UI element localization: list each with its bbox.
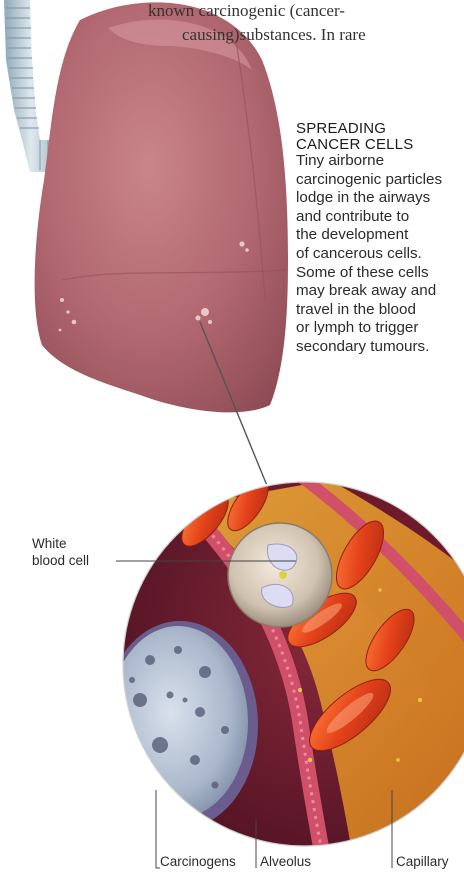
caption-line: or lymph to trigger <box>296 319 464 338</box>
caption-line: may break away and <box>296 282 464 301</box>
caption-title-line: CANCER CELLS <box>296 137 464 153</box>
label-white-blood-cell-line-2: blood cell <box>32 552 89 569</box>
caption-line: lodge in the airways <box>296 189 464 208</box>
caption-title: SPREADING CANCER CELLS <box>296 121 464 153</box>
caption-line: secondary tumours. <box>296 338 464 357</box>
label-carcinogens: Carcinogens <box>160 853 236 870</box>
caption-line: the development <box>296 226 464 245</box>
body-text-line-2: causing)substances. In rare <box>182 23 366 47</box>
caption-line: of cancerous cells. <box>296 245 464 264</box>
body-text-line-1: known carcinogenic (cancer- <box>148 0 345 23</box>
caption-line: carcinogenic particles <box>296 171 464 190</box>
caption-line: Some of these cells <box>296 264 464 283</box>
label-capillary: Capillary <box>396 853 449 870</box>
caption-line: travel in the blood <box>296 301 464 320</box>
caption-line: Tiny airborne <box>296 152 464 171</box>
label-alveolus: Alveolus <box>260 853 311 870</box>
caption-title-line: SPREADING <box>296 121 464 137</box>
cell-closeup-illustration <box>100 470 464 873</box>
caption-body: Tiny airborne carcinogenic particles lod… <box>296 152 464 357</box>
label-white-blood-cell-line-1: White <box>32 535 67 552</box>
caption-line: and contribute to <box>296 208 464 227</box>
lung <box>35 2 288 412</box>
